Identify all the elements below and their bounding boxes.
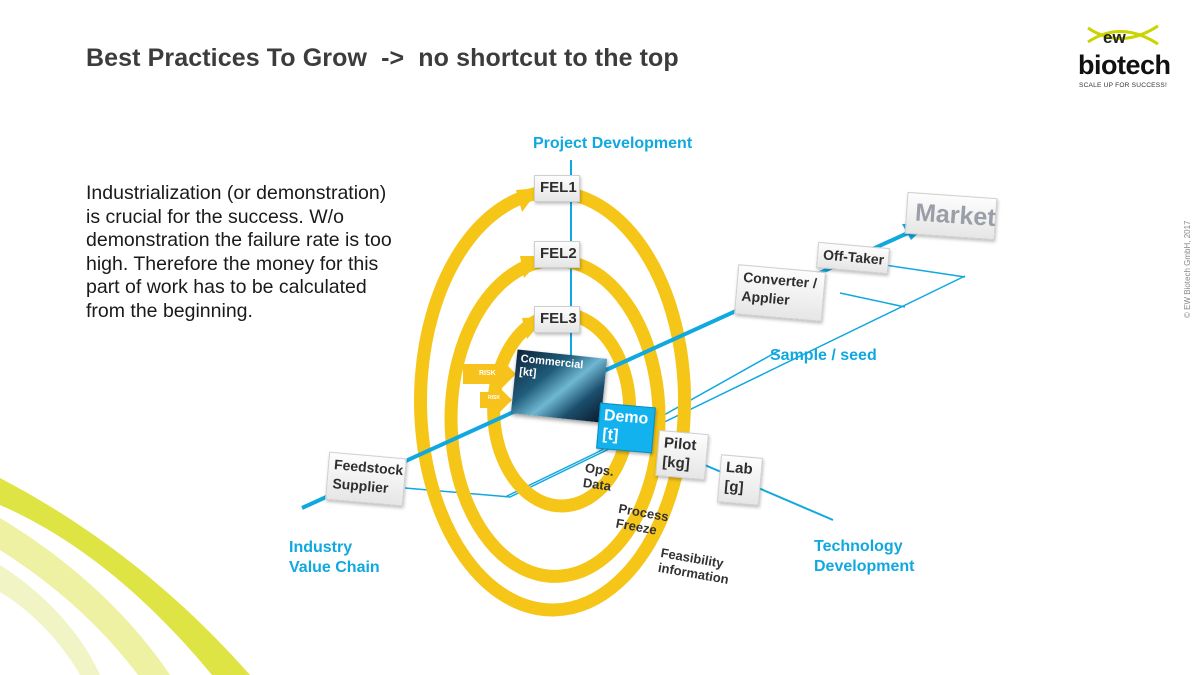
body-line: is crucial for the success. W/o bbox=[86, 205, 344, 228]
swoosh-decoration bbox=[0, 478, 250, 675]
project-development-label: Project Development bbox=[533, 135, 693, 152]
body-line: part of work has to be calculated bbox=[86, 276, 367, 298]
logo-tagline: SCALE UP FOR SUCCESS! bbox=[1079, 82, 1167, 89]
label-line: Value Chain bbox=[289, 559, 380, 576]
risk-label: RISK bbox=[488, 395, 500, 401]
swoosh-decoration bbox=[0, 518, 170, 675]
logo-name: biotech bbox=[1078, 50, 1171, 80]
off-taker-label: Off-Taker bbox=[822, 246, 885, 268]
pilot-card: Pilot [kg] bbox=[655, 429, 709, 481]
body-line: demonstration the failure rate is too bbox=[86, 229, 392, 251]
copyright-text: © EW Biotech GmbH, 2017 bbox=[1183, 220, 1192, 319]
label-line: Technology bbox=[814, 538, 903, 555]
swoosh-decoration bbox=[0, 565, 100, 675]
fel3-card: FEL3 bbox=[534, 306, 580, 333]
lab-label: Lab bbox=[725, 458, 754, 479]
body-line: Industrialization (or demonstration) bbox=[86, 182, 387, 204]
logo-swoosh-icon bbox=[1087, 24, 1159, 46]
label-line: Industry bbox=[289, 539, 353, 556]
lab-card: Lab [g] bbox=[716, 454, 764, 506]
converter-card: Converter / Applier bbox=[733, 264, 827, 322]
slide-title: Best Practices To Grow -> no shortcut to… bbox=[86, 44, 679, 72]
fel2-card: FEL2 bbox=[534, 241, 580, 268]
body-line: high. Therefore the money for this bbox=[86, 252, 379, 275]
ops-data-label: Ops. Data bbox=[582, 460, 615, 494]
demo-card: Demo [t] bbox=[596, 402, 656, 454]
fel2-label: FEL2 bbox=[540, 245, 577, 262]
fel1-label: FEL1 bbox=[540, 179, 577, 196]
feedstock-supplier-card: Feedstock Supplier bbox=[325, 451, 407, 507]
lab-label: [g] bbox=[723, 477, 745, 497]
risk-arrow-top bbox=[463, 356, 516, 392]
logo-ew: ew bbox=[1103, 28, 1126, 47]
risk-arrow-bottom bbox=[480, 386, 512, 414]
market-card: Market bbox=[904, 191, 998, 241]
pilot-label: [kg] bbox=[661, 453, 691, 473]
body-line: from the beginning. bbox=[86, 299, 253, 322]
technology-development-label: Technology Development bbox=[814, 537, 914, 577]
market-label: Market bbox=[914, 198, 997, 233]
industry-value-chain-label: Industry Value Chain bbox=[289, 538, 380, 578]
commercial-card: Commercial [kt] bbox=[510, 349, 608, 423]
risk-label: RISK bbox=[479, 370, 496, 377]
label-line: Development bbox=[814, 558, 915, 575]
fel1-card: FEL1 bbox=[534, 175, 580, 202]
fel3-label: FEL3 bbox=[540, 310, 577, 327]
sample-seed-label: Sample / seed bbox=[770, 347, 877, 364]
company-logo: ew biotech SCALE UP FOR SUCCESS! bbox=[1066, 20, 1178, 92]
body-text: Industrialization (or demonstration) is … bbox=[86, 182, 426, 323]
